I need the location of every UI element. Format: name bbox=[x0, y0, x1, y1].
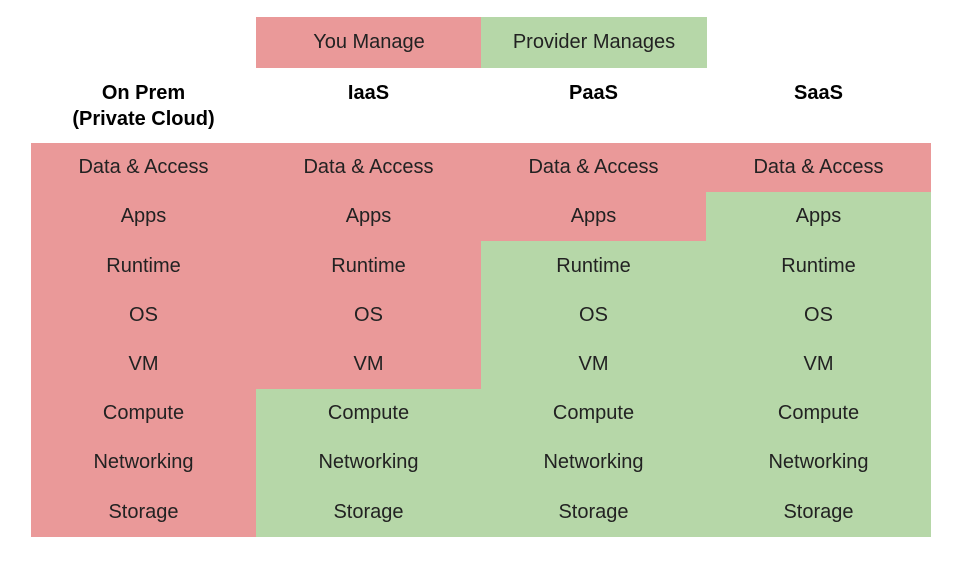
column-header-saas: SaaS bbox=[706, 80, 931, 106]
layer-cell-iaas: Runtime bbox=[256, 241, 481, 291]
layer-cell-on-prem: Networking bbox=[31, 438, 256, 487]
layer-label: Compute bbox=[102, 402, 185, 424]
layer-label: Compute bbox=[327, 402, 410, 424]
layer-label: Storage bbox=[558, 500, 629, 523]
layer-cell-on-prem: VM bbox=[31, 340, 256, 389]
layer-cell-paas: OS bbox=[481, 291, 706, 340]
layer-cell-on-prem: Runtime bbox=[31, 241, 256, 291]
layer-cell-iaas: Compute bbox=[256, 389, 481, 438]
layer-cell-iaas: Storage bbox=[256, 487, 481, 537]
layer-cell-on-prem: Data & Access bbox=[31, 143, 256, 192]
layer-cell-saas: OS bbox=[706, 291, 931, 340]
layer-label: VM bbox=[128, 353, 159, 375]
layer-label: VM bbox=[353, 353, 384, 375]
legend-you-manage-label: You Manage bbox=[313, 31, 425, 53]
legend-provider-manages-label: Provider Manages bbox=[512, 31, 676, 53]
layer-label: Apps bbox=[570, 205, 617, 227]
layer-cell-paas: Data & Access bbox=[481, 143, 706, 192]
layer-cell-paas: VM bbox=[481, 340, 706, 389]
layer-label: Networking bbox=[768, 451, 869, 473]
layer-label: Data & Access bbox=[303, 156, 434, 178]
legend-you-manage: You Manage bbox=[256, 17, 482, 68]
layer-cell-iaas: Apps bbox=[256, 192, 481, 241]
layer-label: Data & Access bbox=[528, 156, 659, 178]
layer-label: Data & Access bbox=[753, 156, 884, 178]
layer-cell-iaas: Data & Access bbox=[256, 143, 481, 192]
layer-cell-on-prem: Compute bbox=[31, 389, 256, 438]
layer-cell-saas: Apps bbox=[706, 192, 931, 241]
layer-label: Runtime bbox=[781, 254, 856, 277]
layer-label: Storage bbox=[108, 500, 179, 523]
layer-label: Apps bbox=[120, 205, 167, 227]
layer-label: OS bbox=[804, 304, 833, 326]
layer-cell-saas: Data & Access bbox=[706, 143, 931, 192]
layer-cell-on-prem: Storage bbox=[31, 487, 256, 537]
layer-cell-saas: Compute bbox=[706, 389, 931, 438]
layer-cell-paas: Networking bbox=[481, 438, 706, 487]
layer-label: Apps bbox=[795, 205, 842, 227]
layer-label: Runtime bbox=[556, 254, 631, 277]
layer-cell-paas: Storage bbox=[481, 487, 706, 537]
layer-cell-saas: VM bbox=[706, 340, 931, 389]
layer-cell-saas: Storage bbox=[706, 487, 931, 537]
layer-label: Compute bbox=[552, 402, 635, 424]
layer-label: Compute bbox=[777, 402, 860, 424]
layer-cell-iaas: OS bbox=[256, 291, 481, 340]
layer-label: Networking bbox=[543, 451, 644, 473]
layer-label: Storage bbox=[783, 500, 854, 523]
layer-label: Data & Access bbox=[78, 156, 209, 178]
layer-label: Networking bbox=[93, 451, 194, 473]
layer-label: OS bbox=[579, 304, 608, 326]
column-header-line1: PaaS bbox=[569, 82, 618, 104]
layer-label: OS bbox=[354, 304, 383, 326]
layer-label: Runtime bbox=[331, 254, 406, 277]
layer-label: VM bbox=[578, 353, 609, 375]
layer-cell-paas: Compute bbox=[481, 389, 706, 438]
layer-label: Runtime bbox=[106, 254, 181, 277]
column-header-line1: IaaS bbox=[347, 82, 390, 104]
layer-label: Networking bbox=[318, 451, 419, 473]
column-header-iaas: IaaS bbox=[256, 80, 481, 106]
layer-cell-on-prem: OS bbox=[31, 291, 256, 340]
legend-provider-manages: Provider Manages bbox=[481, 17, 707, 68]
layer-cell-iaas: Networking bbox=[256, 438, 481, 487]
layer-label: Apps bbox=[345, 205, 392, 227]
layer-cell-saas: Networking bbox=[706, 438, 931, 487]
layer-label: OS bbox=[129, 304, 158, 326]
column-header-line1: On Prem bbox=[101, 82, 186, 104]
column-header-line1: SaaS bbox=[794, 82, 843, 104]
column-header-paas: PaaS bbox=[481, 80, 706, 106]
layer-cell-paas: Runtime bbox=[481, 241, 706, 291]
layer-cell-on-prem: Apps bbox=[31, 192, 256, 241]
layer-cell-saas: Runtime bbox=[706, 241, 931, 291]
layer-label: VM bbox=[803, 353, 834, 375]
layer-cell-paas: Apps bbox=[481, 192, 706, 241]
layer-cell-iaas: VM bbox=[256, 340, 481, 389]
column-header-line2: (Private Cloud) bbox=[72, 108, 215, 130]
column-header-on-prem: On Prem (Private Cloud) bbox=[31, 80, 256, 132]
layer-label: Storage bbox=[333, 500, 404, 523]
